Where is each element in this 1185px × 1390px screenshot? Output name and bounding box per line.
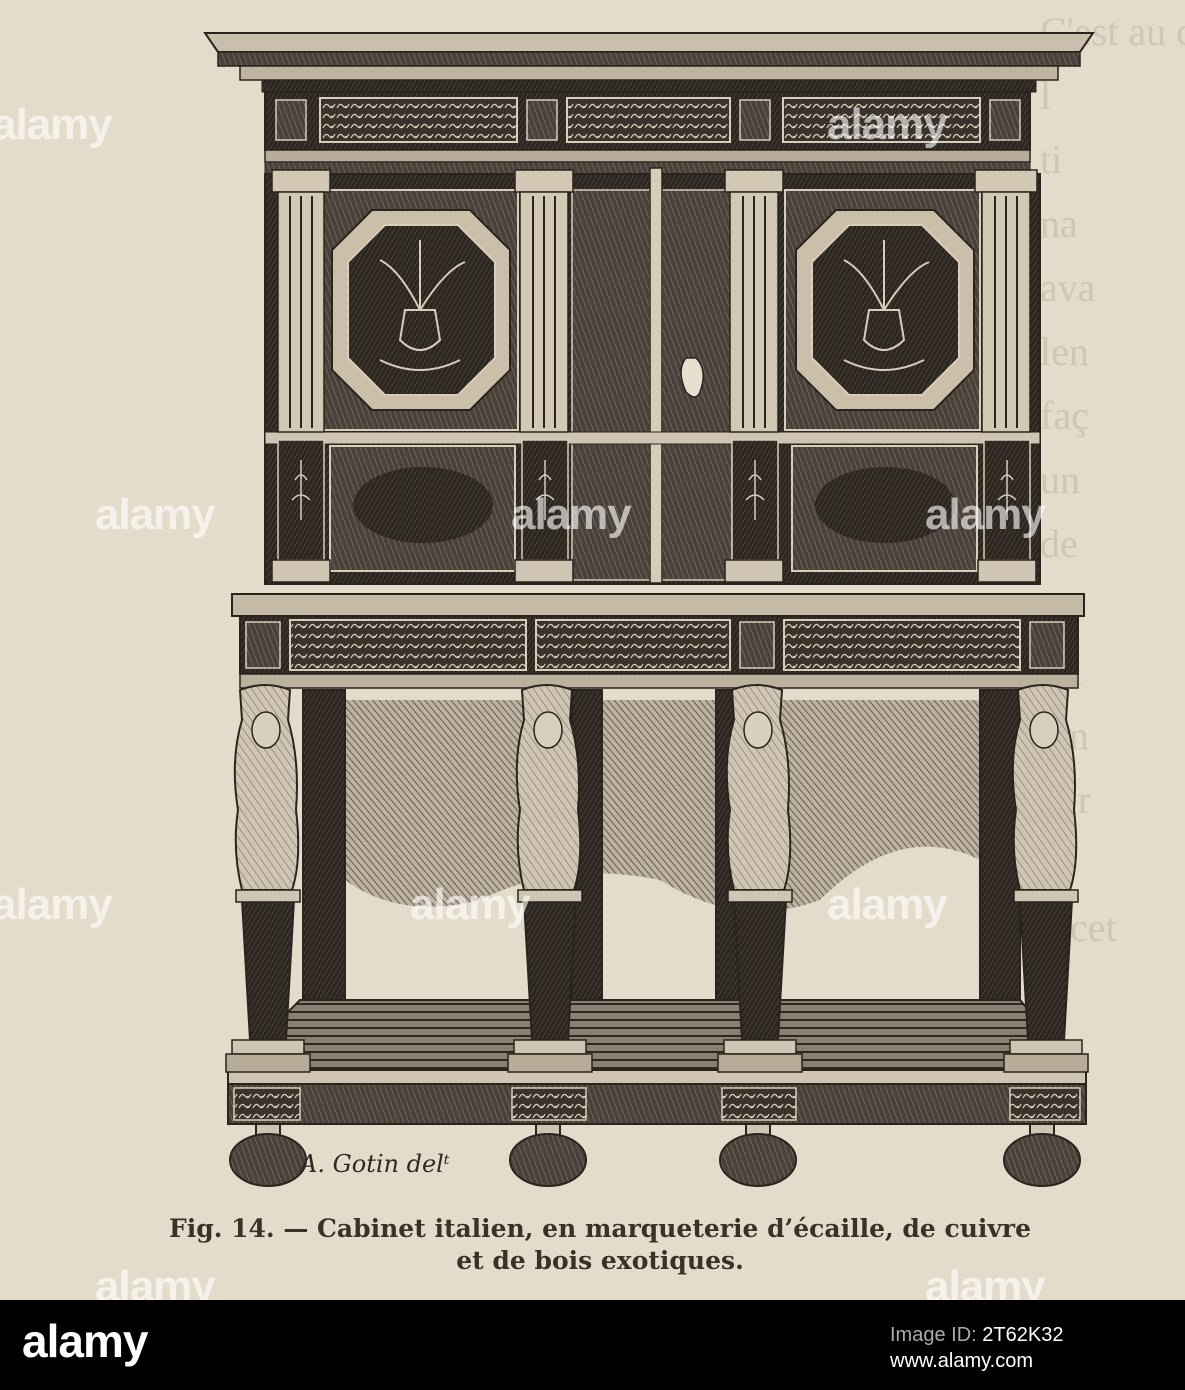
watermark: alamy: [410, 880, 531, 929]
apron: [231, 593, 1085, 689]
figure-caption-line1: Fig. 14. — Cabinet italien, en marqueter…: [169, 1214, 1031, 1243]
caryatid-legs: [225, 684, 1089, 1073]
watermark: alamy: [511, 490, 632, 539]
watermark: alamy: [0, 880, 113, 929]
watermark: alamy: [925, 1262, 1046, 1300]
cornice: [203, 32, 1095, 93]
stretcher: [227, 999, 1087, 1125]
artist-signature: A. Gotin delᵗ: [300, 1150, 450, 1178]
watermark: alamy: [95, 1262, 216, 1300]
upper-body: [264, 167, 1041, 585]
image-id: Image ID: 2T62K32: [890, 1324, 1063, 1347]
upper-frieze: [264, 91, 1031, 175]
watermark: alamy: [827, 880, 948, 929]
image-id-label: Image ID:: [890, 1324, 977, 1346]
alamy-logo: alamy: [22, 1315, 148, 1367]
cast-shadow: [345, 700, 980, 912]
watermark: alamy: [925, 490, 1046, 539]
figure-caption-line2: et de bois exotiques.: [456, 1246, 744, 1275]
watermark: alamy: [95, 490, 216, 539]
stock-footer: alamy Image ID: 2T62K32 www.alamy.com: [0, 1300, 1185, 1390]
watermark: alamy: [827, 100, 948, 149]
book-page: C'est au commence l ti na ava len faç un…: [0, 0, 1185, 1300]
watermark: alamy: [0, 100, 113, 149]
cabinet-engraving: [203, 32, 1095, 1187]
image-id-value: 2T62K32: [982, 1324, 1064, 1346]
site-url: www.alamy.com: [890, 1350, 1033, 1372]
bun-feet: [229, 1123, 1081, 1187]
